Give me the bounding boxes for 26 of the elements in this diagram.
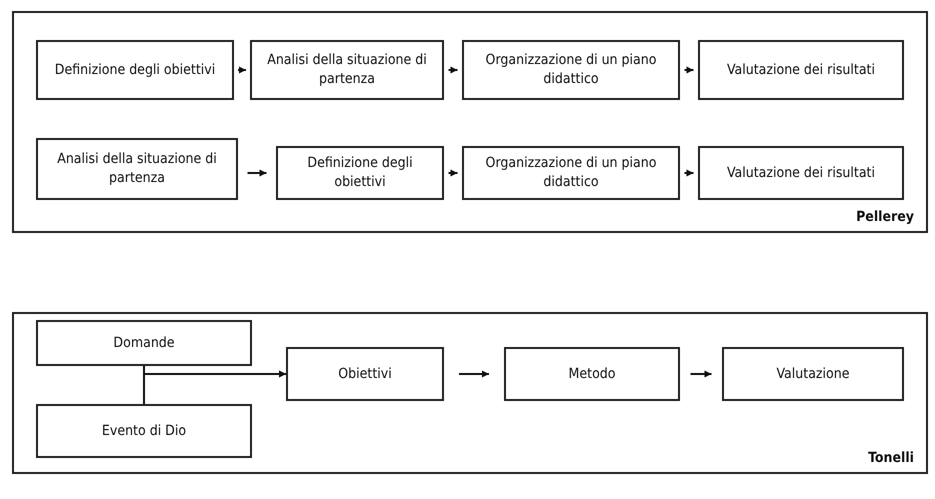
process-box: Organizzazione di un piano didattico xyxy=(462,146,680,200)
group-title: Tonelli xyxy=(868,450,914,466)
process-box: Domande xyxy=(36,320,252,366)
arrow xyxy=(248,170,266,176)
process-box: Valutazione dei risultati xyxy=(698,146,904,200)
arrow xyxy=(448,66,458,74)
arrow xyxy=(690,370,712,378)
group-title: Pellerey xyxy=(856,209,914,225)
process-box: Definizione degli obiettivi xyxy=(36,40,234,100)
process-box: Analisi della situazione di partenza xyxy=(36,138,238,200)
process-box: Metodo xyxy=(504,347,680,401)
group-frame xyxy=(12,11,928,233)
arrow xyxy=(459,370,489,378)
process-box: Definizione degli obiettivi xyxy=(276,146,444,200)
process-box: Organizzazione di un piano didattico xyxy=(462,40,680,100)
process-box: Analisi della situazione di partenza xyxy=(250,40,444,100)
arrow xyxy=(143,370,286,404)
arrow xyxy=(448,170,458,176)
process-box: Valutazione xyxy=(722,347,904,401)
arrow xyxy=(684,66,694,74)
group-frame xyxy=(12,312,928,474)
process-box: Evento di Dio xyxy=(36,404,252,458)
arrow xyxy=(684,170,694,176)
arrow xyxy=(238,66,246,74)
process-box: Obiettivi xyxy=(286,347,444,401)
process-box: Valutazione dei risultati xyxy=(698,40,904,100)
